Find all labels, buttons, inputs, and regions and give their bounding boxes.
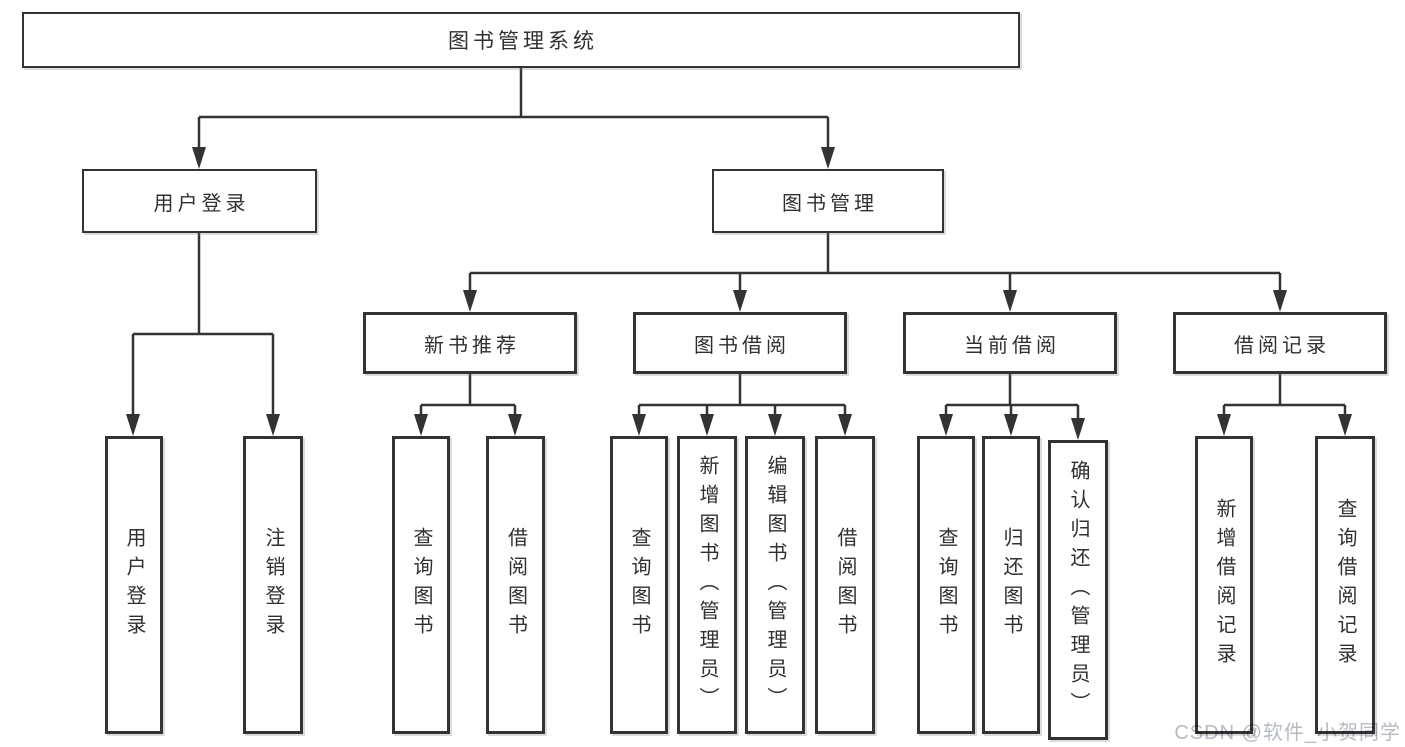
arrowheads (126, 147, 1352, 440)
node-borrowing-records: 借阅记录 (1173, 312, 1387, 374)
node-label: 图书借阅 (694, 334, 790, 357)
leaf-label: 新增借阅记录 (1213, 498, 1235, 672)
leaf-user-login: 用户登录 (105, 436, 163, 734)
arrow-down-icon (1217, 414, 1231, 436)
leaf-label: 查询图书 (410, 527, 432, 643)
leaf-borrow-books-borrowing: 借阅图书 (815, 436, 875, 734)
arrow-down-icon (632, 414, 646, 436)
leaf-label: 注销登录 (262, 527, 284, 643)
connector-lines (131, 66, 1347, 429)
leaf-label: 借阅图书 (834, 527, 856, 643)
leaf-label: 查询图书 (628, 527, 650, 643)
leaf-label: 归还图书 (1000, 527, 1022, 643)
arrow-down-icon (463, 290, 477, 312)
arrow-down-icon (733, 290, 747, 312)
watermark: CSDN @软件_小贺同学 (1174, 722, 1401, 744)
node-label: 用户登录 (153, 192, 250, 215)
arrow-down-icon (700, 414, 714, 436)
arrow-down-icon (192, 147, 206, 169)
arrow-down-icon (1338, 414, 1352, 436)
leaf-query-books-newbooks: 查询图书 (392, 436, 450, 734)
leaf-borrow-books-newbooks: 借阅图书 (486, 436, 545, 734)
leaf-add-borrow-record: 新增借阅记录 (1195, 436, 1253, 734)
arrow-down-icon (1004, 414, 1018, 436)
leaf-edit-books-admin: 编辑图书（管理员） (745, 436, 805, 734)
node-current-borrowing: 当前借阅 (903, 312, 1117, 374)
leaf-label: 用户登录 (123, 527, 145, 643)
leaf-logout: 注销登录 (243, 436, 303, 734)
leaf-label: 借阅图书 (504, 527, 527, 643)
arrow-down-icon (821, 147, 835, 169)
node-label: 当前借阅 (964, 334, 1060, 357)
node-library-management-system: 图书管理系统 (22, 12, 1020, 68)
node-label: 图书管理 (782, 192, 878, 215)
node-label: 图书管理系统 (448, 30, 598, 53)
leaf-label: 新增图书（管理员） (696, 454, 718, 716)
arrow-down-icon (126, 414, 140, 436)
node-label: 新书推荐 (424, 334, 520, 357)
node-label: 借阅记录 (1234, 334, 1330, 357)
node-user-login: 用户登录 (82, 169, 317, 233)
leaf-query-borrow-record: 查询借阅记录 (1315, 436, 1375, 734)
arrow-down-icon (939, 414, 953, 436)
arrow-down-icon (768, 414, 782, 436)
leaf-query-books-current: 查询图书 (917, 436, 975, 734)
arrow-down-icon (414, 414, 428, 436)
node-book-borrowing: 图书借阅 (633, 312, 847, 374)
arrow-down-icon (1071, 418, 1085, 440)
leaf-return-books: 归还图书 (982, 436, 1040, 734)
arrow-down-icon (838, 414, 852, 436)
leaf-label: 查询图书 (935, 527, 957, 643)
node-book-management: 图书管理 (712, 169, 944, 233)
leaf-label: 编辑图书（管理员） (764, 454, 786, 716)
node-new-book-recommendation: 新书推荐 (363, 312, 577, 374)
leaf-label: 确认归还（管理员） (1067, 459, 1089, 721)
leaf-confirm-return-admin: 确认归还（管理员） (1048, 440, 1108, 740)
leaf-label: 查询借阅记录 (1334, 498, 1356, 672)
arrow-down-icon (1003, 290, 1017, 312)
arrow-down-icon (1273, 290, 1287, 312)
leaf-query-books-borrowing: 查询图书 (610, 436, 668, 734)
arrow-down-icon (508, 414, 522, 436)
arrow-down-icon (266, 414, 280, 436)
leaf-add-books-admin: 新增图书（管理员） (677, 436, 737, 734)
